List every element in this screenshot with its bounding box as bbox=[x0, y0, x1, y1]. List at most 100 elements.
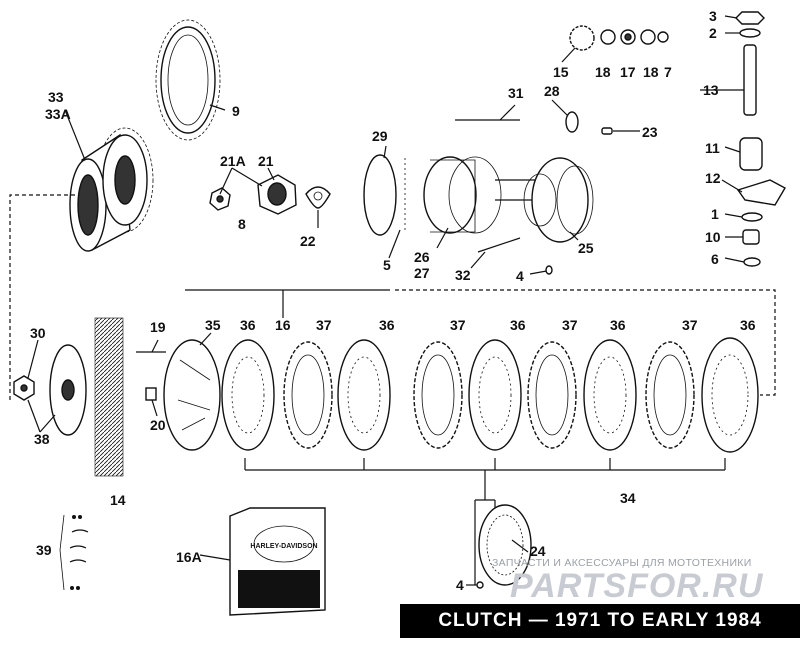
pin-32 bbox=[477, 237, 521, 253]
washer-18b bbox=[640, 29, 656, 45]
label-34: 34 bbox=[620, 490, 636, 506]
pressure-plate-29 bbox=[363, 154, 397, 236]
steel-plate-36c bbox=[468, 339, 522, 451]
hub-nut-21 bbox=[257, 174, 297, 215]
bracket-34 bbox=[244, 458, 726, 585]
label-17: 17 bbox=[620, 64, 636, 80]
label-30: 30 bbox=[30, 325, 46, 341]
label-33: 33 bbox=[48, 89, 64, 105]
label-39: 39 bbox=[36, 542, 52, 558]
pin-20 bbox=[145, 387, 157, 401]
label-2: 2 bbox=[709, 25, 717, 41]
washer-18a bbox=[600, 29, 616, 45]
label-10: 10 bbox=[705, 229, 721, 245]
label-13: 13 bbox=[703, 82, 719, 98]
label-11: 11 bbox=[705, 140, 720, 156]
bushing-10 bbox=[742, 229, 760, 245]
steel-plate-36a bbox=[221, 339, 275, 451]
steel-plate-36e bbox=[701, 337, 759, 453]
label-18a: 18 bbox=[595, 64, 611, 80]
lever-12 bbox=[736, 179, 786, 206]
label-26: 26 bbox=[414, 249, 430, 265]
label-22: 22 bbox=[300, 233, 316, 249]
label-3: 3 bbox=[709, 8, 717, 24]
label-36c: 36 bbox=[510, 317, 526, 333]
watermark-logo: PARTSFOR.RU bbox=[510, 567, 764, 605]
fasteners-39 bbox=[59, 514, 89, 591]
screw-4 bbox=[529, 265, 553, 275]
clutch-hub-25 bbox=[523, 157, 594, 243]
pushrod-adjust-13 bbox=[743, 44, 757, 116]
label-5: 5 bbox=[383, 257, 391, 273]
label-31: 31 bbox=[508, 85, 524, 101]
label-23: 23 bbox=[642, 124, 658, 140]
clutch-sprocket-9 bbox=[155, 19, 221, 141]
clip-6 bbox=[743, 257, 761, 267]
ring-7 bbox=[657, 31, 669, 43]
parts-box-16a bbox=[229, 507, 326, 616]
label-12: 12 bbox=[705, 170, 721, 186]
label-7: 7 bbox=[664, 64, 672, 80]
label-4a: 4 bbox=[516, 268, 524, 284]
watermark-tagline: ЗАПЧАСТИ И АКСЕССУАРЫ ДЛЯ МОТОТЕХНИКИ bbox=[492, 557, 752, 569]
leader-lines bbox=[27, 15, 745, 561]
label-32: 32 bbox=[455, 267, 471, 283]
label-24: 24 bbox=[530, 543, 546, 559]
gear-15 bbox=[569, 25, 595, 51]
label-29: 29 bbox=[372, 128, 388, 144]
label-25: 25 bbox=[578, 240, 594, 256]
lockwasher-22 bbox=[305, 186, 331, 209]
label-38: 38 bbox=[34, 431, 50, 447]
label-18b: 18 bbox=[643, 64, 659, 80]
label-6: 6 bbox=[711, 251, 719, 267]
label-19: 19 bbox=[150, 319, 166, 335]
pressure-plate-35 bbox=[163, 339, 221, 451]
label-37b: 37 bbox=[450, 317, 466, 333]
clutch-hub-26 bbox=[423, 156, 502, 234]
label-33a: 33A bbox=[45, 106, 71, 122]
box-logo-text: HARLEY-DAVIDSON bbox=[250, 543, 317, 550]
friction-plate-37b bbox=[413, 341, 463, 449]
steel-plate-36d bbox=[583, 339, 637, 451]
nut-3 bbox=[735, 11, 765, 25]
spring-tension-plate-38 bbox=[49, 344, 87, 436]
label-21: 21 bbox=[258, 153, 274, 169]
washer-1 bbox=[741, 212, 763, 222]
label-36a: 36 bbox=[240, 317, 256, 333]
screw-4b bbox=[466, 581, 484, 589]
label-20: 20 bbox=[150, 417, 166, 433]
label-16: 16 bbox=[275, 317, 291, 333]
label-36b: 36 bbox=[379, 317, 395, 333]
friction-plate-37c bbox=[527, 341, 577, 449]
label-36d: 36 bbox=[610, 317, 626, 333]
washer-2 bbox=[739, 28, 761, 38]
ring-28 bbox=[565, 111, 579, 133]
label-1: 1 bbox=[711, 206, 719, 222]
label-21a: 21A bbox=[220, 153, 246, 169]
label-27: 27 bbox=[414, 265, 430, 281]
label-15: 15 bbox=[553, 64, 569, 80]
label-37a: 37 bbox=[316, 317, 332, 333]
bushing-11 bbox=[739, 137, 763, 171]
clutch-shell-33 bbox=[69, 127, 154, 252]
label-28: 28 bbox=[544, 83, 560, 99]
label-35: 35 bbox=[205, 317, 221, 333]
label-37d: 37 bbox=[682, 317, 698, 333]
diagram-title: CLUTCH — 1971 TO EARLY 1984 bbox=[400, 604, 800, 638]
label-9: 9 bbox=[232, 103, 240, 119]
springs-14 bbox=[94, 317, 124, 477]
label-8: 8 bbox=[238, 216, 246, 232]
label-16a: 16A bbox=[176, 549, 202, 565]
nut-8 bbox=[209, 187, 231, 211]
label-14: 14 bbox=[110, 492, 126, 508]
adjusting-screw-30 bbox=[13, 375, 35, 401]
gasket-kit-24 bbox=[478, 504, 532, 586]
label-37c: 37 bbox=[562, 317, 578, 333]
steel-plate-36b bbox=[337, 339, 391, 451]
part-labels: 33 33A 9 21A 21 8 22 29 5 26 27 31 28 23… bbox=[30, 8, 756, 593]
bearing-17 bbox=[620, 29, 636, 45]
key-23 bbox=[601, 127, 613, 135]
label-4b: 4 bbox=[456, 577, 464, 593]
friction-plate-37d bbox=[645, 341, 695, 449]
